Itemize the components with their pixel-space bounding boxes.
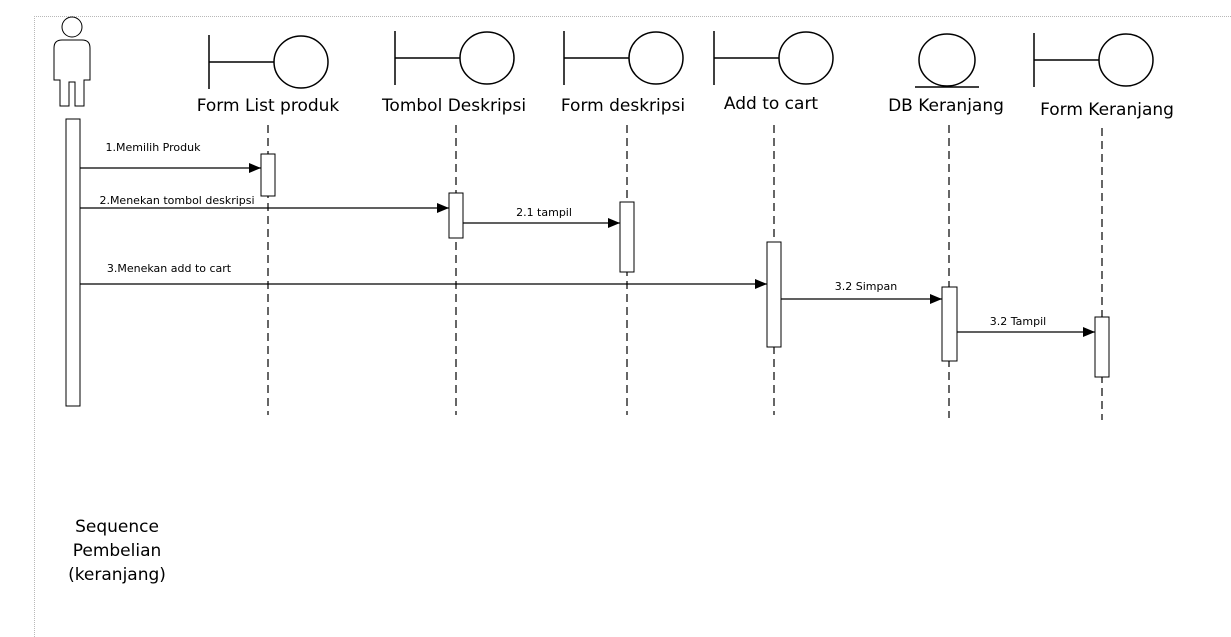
message-label-1: 1.Memilih Produk — [105, 141, 201, 154]
activation-add-to-cart — [766, 241, 782, 348]
boundary-icon-form-deskripsi — [563, 31, 684, 85]
lifeline-label-tombol-deskripsi: Tombol Deskripsi — [381, 96, 527, 116]
activation-db-keranjang — [941, 286, 958, 362]
message-label-2: 2.Menekan tombol deskripsi — [99, 194, 255, 207]
lifeline-label-db-keranjang: DB Keranjang — [888, 96, 1004, 116]
activation-tombol-deskripsi — [448, 192, 464, 239]
boundary-icon-tombol-deskripsi — [394, 31, 515, 85]
boundary-icon-form-list-produk — [208, 35, 329, 89]
boundary-icon-add-to-cart — [713, 31, 834, 85]
page-border — [34, 16, 1231, 637]
lifeline-label-add-to-cart: Add to cart — [723, 94, 819, 114]
message-label-3: 3.Menekan add to cart — [106, 262, 232, 275]
activation-form-keranjang — [1094, 316, 1110, 378]
entity-icon-db-keranjang — [915, 33, 979, 88]
activation-form-deskripsi — [619, 201, 635, 273]
message-label-2-1: 2.1 tampil — [516, 206, 572, 219]
message-label-3-2-simpan: 3.2 Simpan — [834, 280, 898, 293]
lifeline-label-form-list-produk: Form List produk — [196, 96, 340, 116]
actor-icon — [53, 16, 91, 107]
diagram-note: Sequence Pembelian (keranjang) — [68, 517, 166, 585]
lifeline-label-form-keranjang: Form Keranjang — [1040, 100, 1174, 120]
boundary-icon-form-keranjang — [1033, 33, 1154, 87]
actor-activation-bar — [65, 118, 81, 407]
lifeline-label-form-deskripsi: Form deskripsi — [560, 96, 686, 116]
message-label-3-2-tampil: 3.2 Tampil — [989, 315, 1047, 328]
activation-form-list-produk — [260, 153, 276, 197]
sequence-diagram — [53, 16, 1154, 420]
